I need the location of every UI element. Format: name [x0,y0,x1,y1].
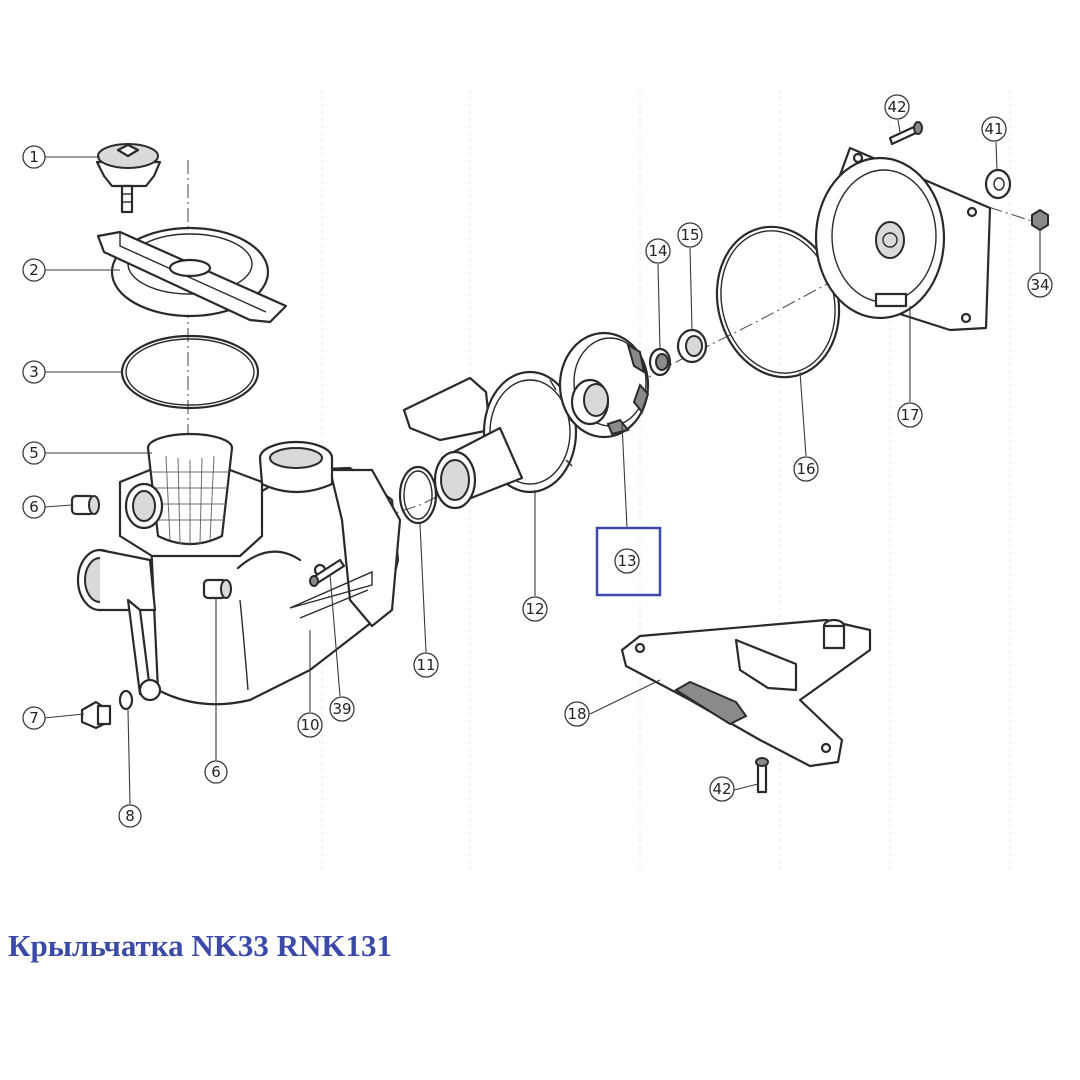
part-12-diffuser [402,370,578,510]
callout-41: 41 [981,116,1007,142]
callout-12-label: 12 [525,600,544,618]
part-39-screw [309,558,346,587]
part-41-washer [984,168,1012,200]
callout-42b-label: 42 [712,780,731,798]
callout-6b-label: 6 [211,763,221,781]
callout-2-label: 2 [29,261,39,279]
part-3-o-ring [120,334,260,410]
callout-17-label: 17 [900,406,919,424]
product-caption: Крыльчатка NK33 RNK131 [8,928,393,963]
callout-1: 1 [22,145,46,169]
callout-17: 17 [897,402,923,428]
callout-6a-label: 6 [29,498,39,516]
leader-lines [43,119,1041,805]
callout-42a-label: 42 [887,98,906,116]
part-14-seal [648,347,672,377]
callout-39: 39 [329,696,355,722]
callout-13: 13 [614,548,640,574]
part-42a-bolt [888,121,923,146]
part-7-drain-plug [80,700,112,730]
callout-13-label: 13 [617,552,636,570]
callout-5: 5 [22,441,46,465]
callout-7-label: 7 [29,709,39,727]
callout-6a: 6 [22,495,46,519]
callout-18: 18 [564,701,590,727]
callout-15: 15 [677,222,703,248]
part-6a-drain-plug [70,494,100,516]
part-5-strainer-basket [118,432,264,558]
part-18-base [620,618,872,768]
callout-10-label: 10 [300,716,319,734]
callout-11-label: 11 [416,656,435,674]
callout-18-label: 18 [567,705,586,723]
callout-3-label: 3 [29,363,39,381]
callout-39-label: 39 [332,700,351,718]
callout-34: 34 [1027,272,1053,298]
inlet-union [76,548,162,702]
callout-16-label: 16 [796,460,815,478]
callout-7: 7 [22,706,46,730]
callout-42a: 42 [884,94,910,120]
part-15-seal [676,328,708,364]
callout-14: 14 [645,238,671,264]
callout-3: 3 [22,360,46,384]
highlight-box-part-13 [595,526,662,597]
part-13-impeller [558,331,650,439]
callout-11: 11 [413,652,439,678]
callout-2: 2 [22,258,46,282]
part-11-o-ring [398,465,438,525]
part-6b-drain-plug [202,578,232,600]
callout-12: 12 [522,596,548,622]
callout-41-label: 41 [984,120,1003,138]
callout-8-label: 8 [125,807,135,825]
callout-42b: 42 [709,776,735,802]
callout-10: 10 [297,712,323,738]
part-2-lid [96,226,288,324]
callout-5-label: 5 [29,444,39,462]
callout-34-label: 34 [1030,276,1049,294]
part-8-o-ring [118,689,134,711]
part-42b-bolt [755,757,769,794]
part-1-knob [95,143,162,214]
callout-1-label: 1 [29,148,39,166]
callout-16: 16 [793,456,819,482]
part-34-nut [1031,208,1049,232]
callout-8: 8 [118,804,142,828]
callout-14-label: 14 [648,242,667,260]
callout-6b: 6 [204,760,228,784]
callout-15-label: 15 [680,226,699,244]
part-17-seal-plate [814,146,992,332]
